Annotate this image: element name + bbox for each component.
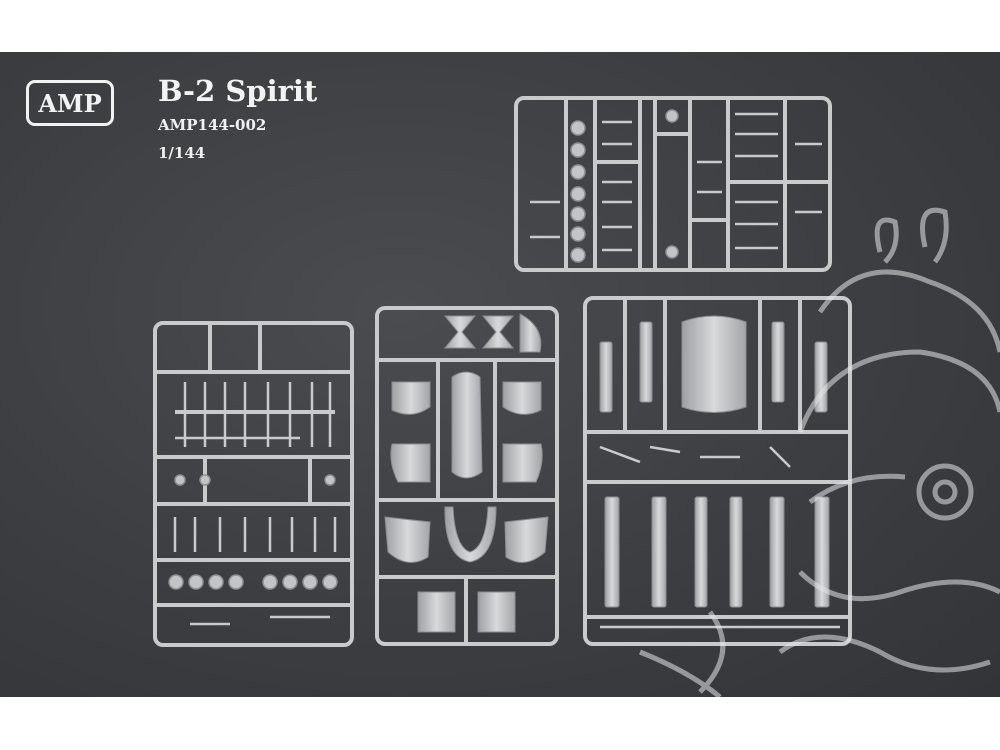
sprue-frame-b: [153, 321, 354, 647]
sprue-c-panels: [384, 313, 549, 633]
sprue-frame-d: [583, 296, 852, 646]
product-scale: 1/144: [158, 144, 206, 162]
sprue-frame-c: [375, 306, 559, 646]
sprue-d-panels: [599, 315, 830, 608]
sprue-d-parts: [599, 445, 840, 629]
sprue-a-wheels: [570, 109, 679, 263]
product-photo: AMP B-2 Spirit AMP144-002 1/144: [0, 52, 1000, 697]
sprue-a-parts: [530, 112, 822, 252]
sprue-b-parts: [173, 382, 337, 626]
sprue-frame-a: [514, 96, 832, 272]
product-title: B-2 Spirit: [158, 74, 318, 108]
sprue-photo-graphic: [153, 96, 1000, 697]
amp-logo: AMP: [26, 80, 114, 126]
watermark-graphic: [639, 207, 1000, 697]
sprue-b-wheels: [168, 474, 338, 590]
logo-text: AMP: [38, 88, 102, 118]
product-code: AMP144-002: [158, 116, 267, 134]
